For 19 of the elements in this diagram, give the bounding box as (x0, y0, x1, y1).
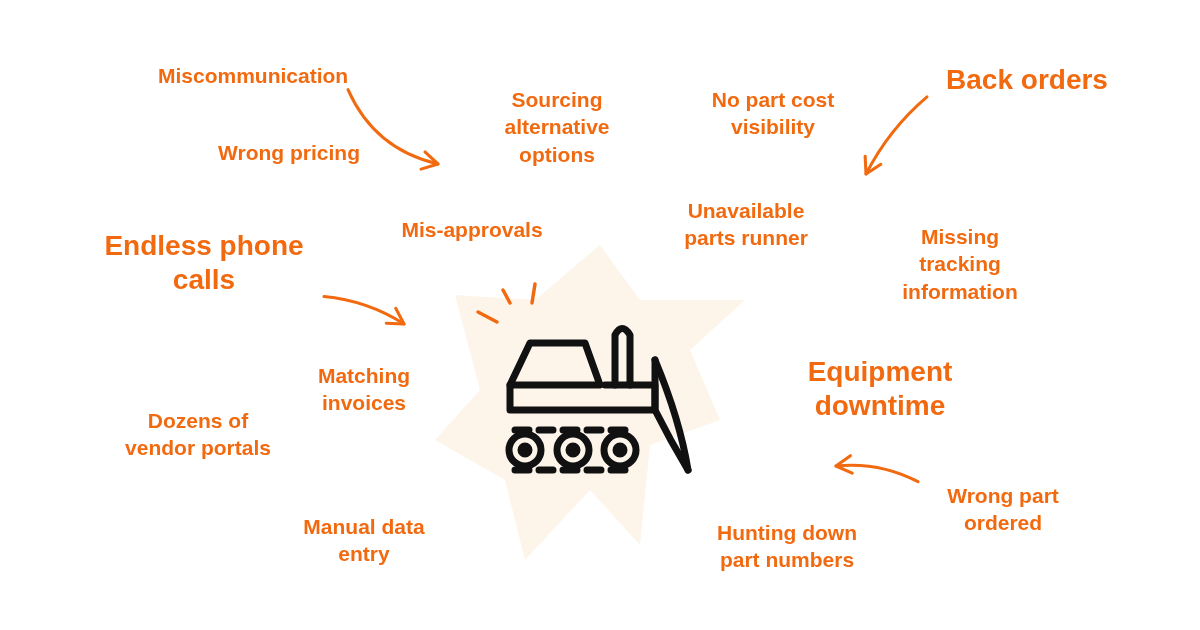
problem-text: Dozens of vendor portals (124, 407, 272, 461)
problem-text: Back orders (927, 63, 1127, 97)
problem-text: No part cost visibility (710, 86, 836, 140)
problem-text: Mis-approvals (400, 217, 544, 244)
problem-text: Wrong pricing (217, 140, 361, 167)
problem-text: Hunting down part numbers (716, 519, 858, 573)
problem-text: Miscommunication (158, 62, 348, 90)
arrow (834, 454, 920, 484)
problem-text: Missing tracking information (901, 224, 1019, 305)
problem-text: Matching invoices (316, 362, 412, 416)
problem-text: Sourcing alternative options (503, 87, 611, 168)
problem-text: Unavailable parts runner (683, 197, 809, 251)
problem-text: Wrong part ordered (918, 481, 1088, 537)
problem-text: Endless phone calls (84, 229, 324, 297)
problem-text: Equipment downtime (806, 355, 954, 423)
arrow (863, 95, 929, 176)
problem-text: Manual data entry (302, 513, 426, 567)
arrow (346, 88, 440, 171)
arrow (322, 295, 406, 326)
